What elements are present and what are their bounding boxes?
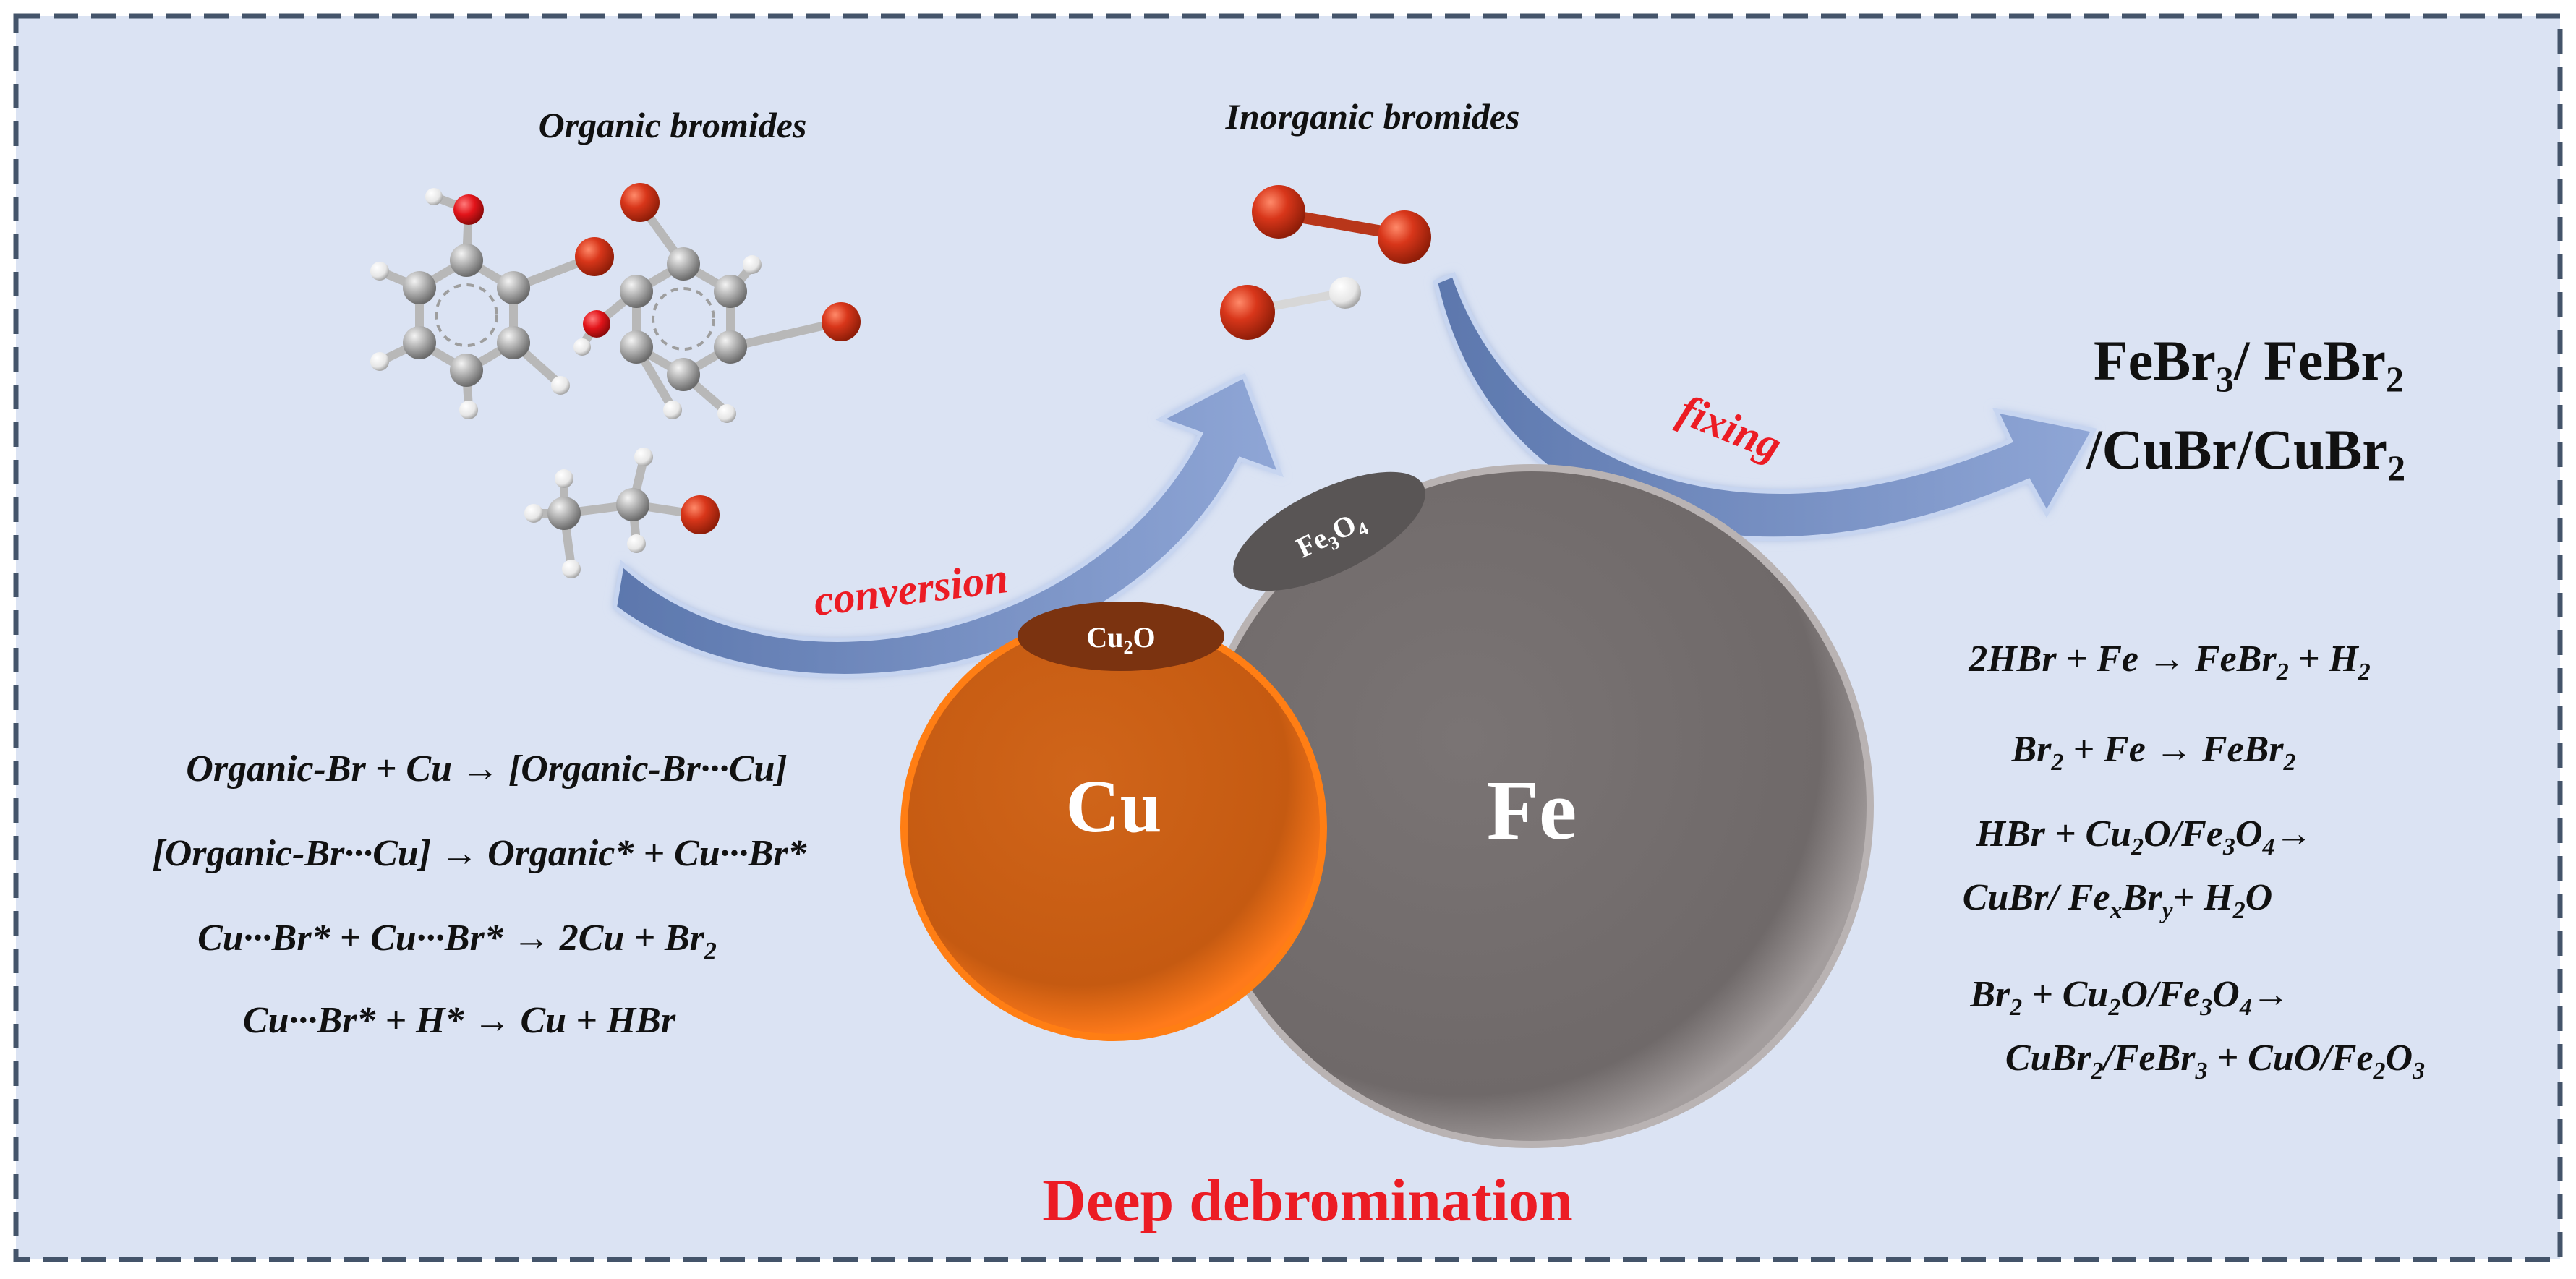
diagram-title: Deep debromination [1042, 1167, 1572, 1234]
left-eq-1: Organic-Br + Cu → [Organic-Br···Cu] [186, 748, 787, 790]
fe-particle: Fe [1190, 464, 1874, 1148]
conversion-arrow [612, 372, 1284, 678]
product-line-2: /CuBr/CuBr2 [2086, 418, 2405, 488]
left-eq-4: Cu···Br* + H* → Cu + HBr [243, 1000, 676, 1041]
right-eq-3: HBr + Cu2O/Fe3O4→ [1976, 813, 2313, 860]
right-eq-4: CuBr/ FexBry+ H2O [1963, 877, 2272, 924]
cu2o-label: Cu2O [1086, 621, 1155, 658]
inorganic-molecules [1220, 185, 1431, 340]
cu2o-cap: Cu2O [1018, 602, 1224, 671]
right-eq-2: Br2 + Fe → FeBr2 [2011, 729, 2296, 776]
fe3o4-cap: Fe3O4 [1233, 471, 1425, 591]
cu-particle: Cu [900, 615, 1327, 1041]
fe-label: Fe [1487, 763, 1577, 857]
right-equations: 2HBr + Fe → FeBr2 + H2 Br2 + Fe → FeBr2 … [1963, 638, 2425, 1085]
product-line-1: FeBr3/ FeBr2 [2094, 329, 2404, 399]
organic-bromides-label: Organic bromides [539, 105, 807, 145]
right-eq-6: CuBr2/FeBr3 + CuO/Fe2O3 [2005, 1038, 2425, 1085]
right-eq-5: Br2 + Cu2O/Fe3O4→ [1969, 974, 2289, 1021]
products-block: FeBr3/ FeBr2 /CuBr/CuBr2 [2086, 329, 2405, 488]
cu-label: Cu [1066, 765, 1162, 848]
left-equations: Organic-Br + Cu → [Organic-Br···Cu] [Org… [152, 748, 807, 1041]
left-eq-3: Cu···Br* + Cu···Br* → 2Cu + Br2 [197, 917, 717, 964]
left-eq-2: [Organic-Br···Cu] → Organic* + Cu···Br* [152, 833, 807, 874]
inorganic-bromides-label: Inorganic bromides [1224, 96, 1519, 137]
organic-molecules [370, 183, 861, 578]
right-eq-1: 2HBr + Fe → FeBr2 + H2 [1968, 638, 2371, 685]
